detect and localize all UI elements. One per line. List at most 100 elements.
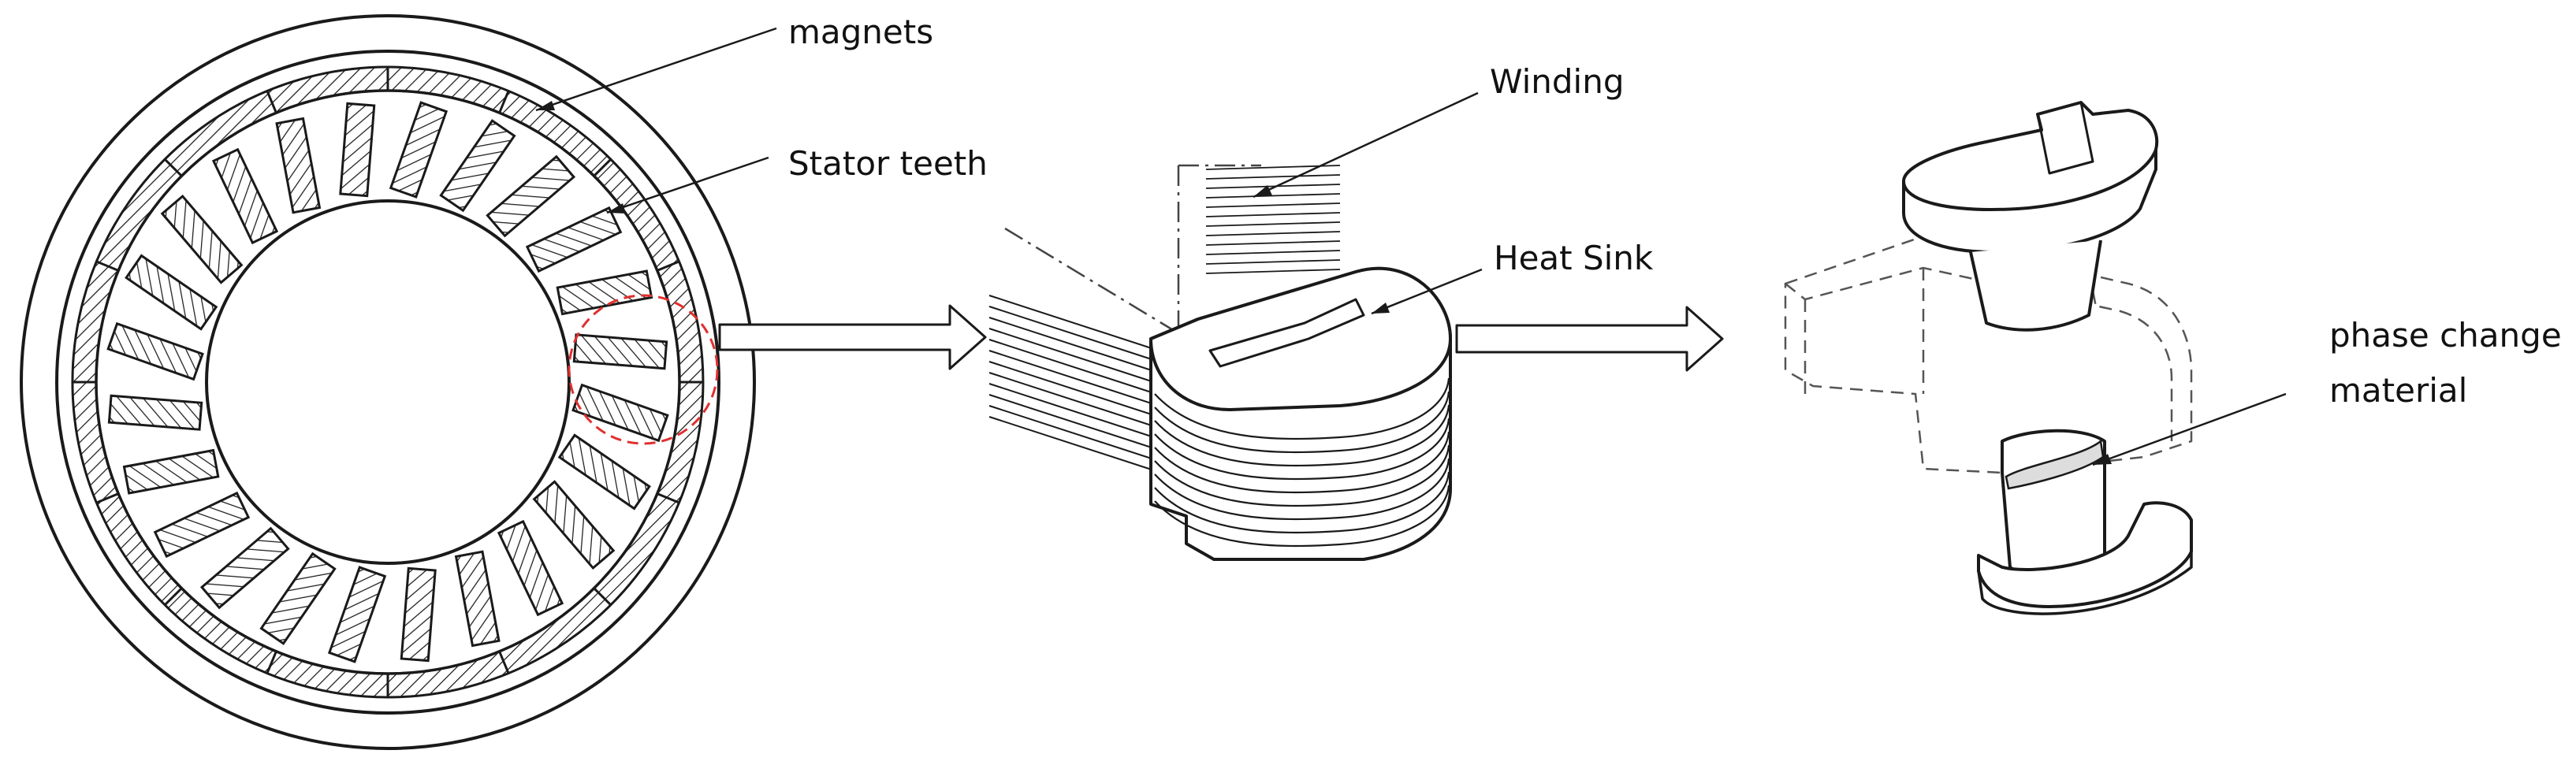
winding-strand xyxy=(1205,202,1341,208)
stator-slot xyxy=(532,480,616,570)
ghost-housing-outline xyxy=(1784,235,2193,474)
winding-strand xyxy=(1205,193,1341,199)
pcm-leader-line xyxy=(2092,392,2287,466)
magnet-gap xyxy=(95,492,119,504)
magnet-gap xyxy=(266,90,277,113)
flow-arrow-2 xyxy=(1455,306,1724,372)
heat-sink-label: Heat Sink xyxy=(1494,239,1654,277)
stator-slot xyxy=(160,194,244,284)
stator-slot xyxy=(327,566,387,663)
stator-slot xyxy=(211,147,279,245)
stator-slot xyxy=(125,254,218,331)
pcm-fill xyxy=(2005,439,2105,490)
stator-slot xyxy=(199,526,290,610)
winding-strand xyxy=(988,394,1160,451)
lower-cap xyxy=(1977,501,2193,608)
stator-slot xyxy=(107,394,203,431)
pcm-exploded-view xyxy=(1784,101,2193,615)
magnet-gap xyxy=(266,651,277,674)
outer-housing-ring xyxy=(20,14,756,750)
extension-line-1 xyxy=(1004,227,1175,332)
stator-slot xyxy=(571,383,669,443)
winding-leader-line xyxy=(1253,91,1479,199)
stator-slot xyxy=(106,321,204,381)
heat-sink-fin xyxy=(1154,458,1450,521)
winding-strand xyxy=(1205,269,1341,274)
winding-strand xyxy=(1205,212,1341,217)
stator-teeth-label: Stator teeth xyxy=(788,144,988,183)
winding-arrowhead xyxy=(1253,185,1272,197)
magnets-label: magnets xyxy=(788,13,933,51)
heat-sink-fin xyxy=(1154,431,1450,494)
lower-cap-rim xyxy=(1977,550,2193,615)
winding-strand xyxy=(988,295,1160,351)
stator-slot xyxy=(556,269,653,316)
winding-strand xyxy=(988,317,1160,373)
winding-strand xyxy=(988,328,1160,384)
winding-strand xyxy=(1205,174,1341,180)
pcm-arrowhead xyxy=(2093,454,2112,465)
upper-shank xyxy=(1969,240,2102,332)
rotor-outer-ring xyxy=(55,50,720,715)
winding-strand xyxy=(988,350,1160,407)
winding-label: Winding xyxy=(1490,62,1625,101)
upper-cap-notch xyxy=(2036,101,2094,175)
stator-slot xyxy=(572,333,668,370)
winding-strand xyxy=(988,405,1160,462)
winding-strand xyxy=(988,339,1160,395)
magnet-gap xyxy=(593,587,612,606)
heat-sink-fins xyxy=(1154,377,1450,548)
stator-slot xyxy=(153,491,251,559)
winding-strand xyxy=(988,372,1160,429)
winding-strands xyxy=(988,165,1341,473)
stator-slot xyxy=(275,117,322,214)
winding-strand xyxy=(988,361,1160,418)
stator-bore xyxy=(205,199,571,565)
stator-teeth-arrowhead xyxy=(607,203,626,214)
stator-slot xyxy=(497,519,564,617)
stator-slot xyxy=(525,206,623,273)
magnet-gap xyxy=(95,260,119,272)
magnet-gap xyxy=(593,158,612,177)
magnet-gap xyxy=(498,651,510,674)
stator-slot xyxy=(439,119,516,213)
stator-slots xyxy=(106,101,669,663)
magnet-gap xyxy=(657,260,680,272)
stator-cross-section xyxy=(20,14,756,750)
stator-slot xyxy=(339,102,376,198)
stator-slot xyxy=(557,433,651,511)
winding-strand xyxy=(1205,231,1341,236)
heat-sink-fin xyxy=(1154,418,1450,481)
magnet-gap xyxy=(657,492,680,504)
heat-sink-fin xyxy=(1154,391,1450,454)
winding-heat-sink-detail xyxy=(988,164,1452,561)
magnet-gap xyxy=(164,587,183,606)
stator-slot xyxy=(400,566,437,663)
winding-strand xyxy=(988,306,1160,362)
stator-slot xyxy=(389,101,449,199)
winding-strand xyxy=(1205,221,1341,227)
magnets-arrowhead xyxy=(536,101,555,110)
heat-sink-arrowhead xyxy=(1372,303,1390,314)
winding-strand xyxy=(1205,250,1341,255)
stator-teeth-leader-line xyxy=(606,156,769,214)
airgap-ring xyxy=(95,89,681,675)
winding-strand xyxy=(1205,240,1341,246)
heat-sink-slot xyxy=(1208,298,1365,368)
ghost-housing-inner xyxy=(1785,266,2173,441)
stator-slot xyxy=(454,550,501,648)
winding-strand xyxy=(1205,184,1341,189)
winding-strand xyxy=(988,416,1160,473)
pcm-label-line-2: material xyxy=(2329,371,2467,410)
magnet-gaps xyxy=(73,67,703,697)
magnet-gap xyxy=(498,90,510,113)
stator-slot xyxy=(122,448,220,495)
stator-slot xyxy=(486,154,576,238)
heat-sink-fin xyxy=(1154,471,1450,534)
pcm-label-line-1: phase change xyxy=(2329,316,2562,355)
magnet-gap xyxy=(164,158,183,177)
heat-sink-leader-line xyxy=(1371,268,1483,315)
heat-sink-fin xyxy=(1154,485,1450,548)
winding-strand xyxy=(988,383,1160,440)
